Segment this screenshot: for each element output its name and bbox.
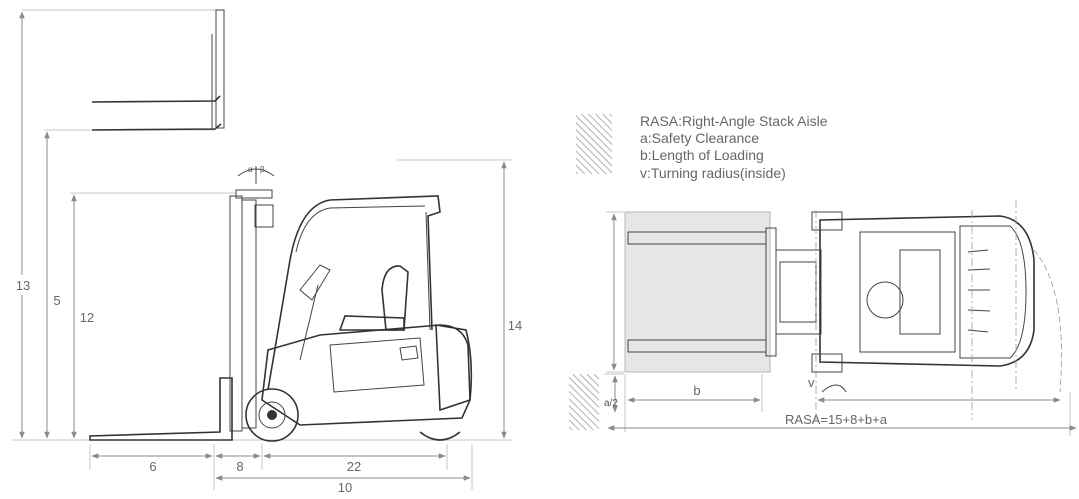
front-wheel-hub — [258, 401, 286, 429]
tilt-alpha: α — [248, 165, 253, 174]
top-seat — [899, 249, 941, 335]
dim-label-12: 12 — [80, 310, 94, 325]
raised-fork-lower — [91, 123, 222, 131]
top-mast — [775, 249, 822, 335]
dim-label-22: 22 — [347, 459, 361, 474]
top-counterweight — [959, 225, 1027, 359]
dim-label-rasa: RASA=15+8+b+a — [785, 412, 888, 427]
vent-1 — [967, 249, 989, 253]
steering-column — [299, 284, 319, 361]
carriage-bracket — [254, 204, 274, 228]
seat-back — [381, 265, 409, 331]
raised-carriage — [91, 9, 225, 131]
dim-label-8: 8 — [236, 459, 243, 474]
fork — [89, 377, 233, 441]
counterweight — [435, 324, 473, 412]
rear-wheel — [419, 431, 461, 441]
legend-hatch-swatch — [576, 114, 612, 174]
legend-line-4: v:Turning radius(inside) — [640, 165, 786, 181]
dim-label-10: 10 — [338, 480, 352, 494]
chassis-body — [261, 324, 471, 426]
dim-label-5: 5 — [53, 293, 60, 308]
top-mast-inner — [779, 261, 817, 323]
load-area — [624, 211, 771, 373]
legend-line-2: a:Safety Clearance — [640, 130, 759, 146]
dim-label-bg-13 — [14, 275, 32, 295]
vent-5 — [967, 329, 989, 333]
forklift-side-body — [89, 189, 473, 442]
dim-label-a-half: a/2 — [604, 398, 618, 409]
dim-label-b: b — [693, 383, 700, 398]
side-view: 13 5 12 14 — [12, 9, 522, 495]
raised-fork-upper — [91, 95, 221, 103]
top-chassis — [819, 215, 1035, 367]
top-front-wheel-left — [811, 211, 843, 231]
v-turn-arc — [821, 384, 847, 393]
vent-4 — [967, 309, 991, 312]
dim-label-14: 14 — [508, 318, 522, 333]
mast-top — [235, 189, 273, 199]
top-front-wheel-right — [811, 353, 843, 373]
tilt-beta: β — [260, 165, 265, 174]
forklift-top-body — [765, 211, 1035, 373]
dim-label-bg-5 — [50, 290, 64, 310]
front-wheel-center — [267, 410, 277, 420]
seat-cushion — [338, 315, 405, 331]
battery-cover — [329, 337, 425, 393]
steering-wheel — [299, 264, 331, 301]
mast-inner — [241, 199, 257, 429]
tilt-angle-symbol: α β — [237, 165, 275, 184]
turning-arc — [1033, 249, 1062, 393]
side-vent — [399, 345, 419, 361]
rear-post — [425, 211, 431, 331]
vent-2 — [967, 268, 991, 271]
overhead-guard — [267, 195, 441, 391]
safety-clearance-hatch — [569, 374, 599, 430]
raised-mast — [215, 9, 225, 129]
cab-frame-inner — [295, 205, 426, 253]
front-wheel — [245, 388, 299, 442]
top-steering-wheel — [866, 281, 904, 319]
top-view: RASA:Right-Angle Stack Aisle a:Safety Cl… — [569, 113, 1077, 436]
legend-line-1: RASA:Right-Angle Stack Aisle — [640, 113, 828, 129]
dim-label-v: v — [808, 375, 815, 390]
legend-line-3: b:Length of Loading — [640, 147, 764, 163]
dim-label-13: 13 — [16, 278, 30, 293]
top-cab — [859, 231, 956, 353]
dim-label-6: 6 — [149, 459, 156, 474]
